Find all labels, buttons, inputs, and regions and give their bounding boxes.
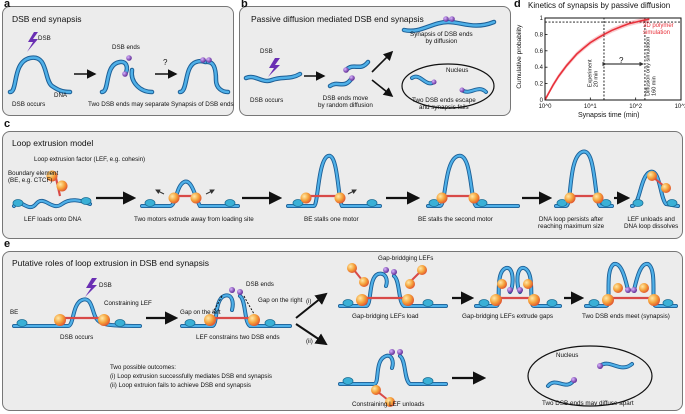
- legend-simulation: 3D polymer simulation: [643, 23, 674, 36]
- outcome-ii: (ii) Loop extruion fails to achieve DSB …: [110, 382, 252, 389]
- dsb-end: [206, 57, 212, 63]
- panel-b-artwork: [243, 16, 497, 109]
- panel-e-letter: e: [4, 238, 11, 250]
- caption-e6: Constraining LEF unloads: [352, 401, 425, 408]
- be-label: BE: [10, 309, 19, 316]
- panel-b-letter: b: [241, 0, 248, 10]
- caption-a2: Two DSB ends may separate: [88, 101, 170, 108]
- outcomes-title: Two possible outcomes:: [110, 364, 177, 371]
- dsb-end: [126, 55, 132, 61]
- nucleus-outline: [527, 345, 653, 407]
- caption-c5: DNA loop persists after reaching maximum…: [538, 216, 605, 231]
- plot-area: [544, 17, 682, 101]
- dsb-ends-label: DSB ends: [112, 44, 140, 51]
- panel-d-title: Kinetics of synapsis by passive diffusio…: [528, 1, 671, 10]
- x-tick-label: 10^3: [675, 104, 685, 110]
- gap-left-label: Gap on the left: [180, 309, 221, 316]
- panel-b-title: Passive diffusion mediated DSB end synap…: [251, 14, 424, 24]
- lightning-icon: [85, 278, 97, 297]
- panel-c-artwork: [12, 149, 680, 210]
- dsb-end: [200, 57, 206, 63]
- lightning-icon: [27, 32, 38, 52]
- be-label: Boundary element (BE, e.g. CTCF): [8, 170, 59, 185]
- lightning-icon: [268, 58, 280, 77]
- dna-label: DNA: [54, 92, 68, 99]
- outcome-i: (i) Loop extrusion successfully mediates…: [110, 373, 272, 380]
- gap-bridging-label: Gap-briddging LEFs: [378, 255, 434, 262]
- dsb-label: DSB: [99, 282, 112, 289]
- caption-e7: Two DSB ends may diffuse apart: [542, 400, 634, 407]
- panel-d-letter: d: [514, 0, 521, 10]
- gap-right-label: Gap on the right: [258, 297, 303, 304]
- diffusion-only-label: Diffusion only simulation 160 min: [645, 36, 658, 96]
- caption-c3: BE stalls one motor: [304, 216, 359, 223]
- panel-e-title: Putative roles of loop extrusion in DSB …: [12, 258, 210, 268]
- caption-c6: LEF unloads and DNA loop dissolves: [624, 216, 679, 231]
- caption-e5: Two DSB ends meet (synapsis): [582, 313, 670, 320]
- x-tick-label: 10^2: [629, 104, 642, 110]
- y-tick-label: 0: [540, 98, 544, 104]
- constraining-lef-label: Constraining LEF: [104, 300, 152, 307]
- experiment-label: Experiment 20 min: [587, 59, 600, 88]
- x-tick-label: 10^0: [539, 104, 552, 110]
- caption-e3: Gap-bridging LEFs load: [352, 313, 419, 320]
- lef-label: Loop extrusion factor (LEF, e.g. cohesin…: [34, 156, 146, 163]
- synapsis-by-diffusion: Synapsis of DSB ends by diffusion: [410, 31, 473, 46]
- caption-c2: Two motors extrude away from loading sit…: [134, 216, 254, 223]
- y-axis-label: Cumulative probability: [516, 24, 524, 89]
- y-tick-label: 0.6: [535, 49, 544, 55]
- route-i-label: (i): [306, 298, 312, 305]
- y-tick-label: 1: [540, 16, 544, 22]
- question-mark: ?: [619, 56, 624, 65]
- panel-a-title: DSB end synapsis: [12, 14, 82, 24]
- nucleus-label: Nucleus: [446, 67, 469, 74]
- panel-d-chart: 0 0.2 0.4 0.6 0.8 1 10^0 10^1 10^2 10^3: [535, 16, 685, 110]
- question-mark: ?: [163, 58, 168, 67]
- y-tick-label: 0.8: [535, 32, 544, 38]
- dsb-label: DSB: [38, 35, 51, 42]
- x-axis-label: Synapsis time (min): [578, 112, 640, 119]
- route-ii-label: (ii): [306, 338, 313, 345]
- panel-c-title: Loop extrusion model: [12, 138, 94, 148]
- caption-c4: BE stalls the second motor: [418, 216, 493, 223]
- synapsis-fails: Two DSB ends escape and synapsis fails: [412, 97, 476, 112]
- nucleus-outline: [401, 63, 495, 109]
- panel-a-letter: a: [4, 0, 11, 10]
- caption-e1: DSB occurs: [60, 334, 94, 341]
- x-tick-label: 10^1: [584, 104, 597, 110]
- caption-e2: LEF constrains two DSB ends: [196, 334, 280, 341]
- caption-b2: DSB ends move by random diffusion: [318, 95, 373, 110]
- caption-a3: Synapsis of DSB ends: [171, 101, 234, 108]
- dsb-end: [122, 71, 128, 77]
- panel-e-artwork: [12, 262, 678, 407]
- y-tick-label: 0.2: [535, 82, 544, 88]
- y-tick-label: 0.4: [535, 65, 544, 71]
- dsb-ends-label: DSB ends: [246, 281, 274, 288]
- panel-a-artwork: [7, 32, 231, 95]
- series-line: [544, 18, 650, 101]
- caption-e4: Gap-bridging LEFs extrude gaps: [462, 313, 554, 320]
- caption-c1: LEF loads onto DNA: [24, 216, 82, 223]
- panel-c-letter: c: [4, 118, 11, 130]
- caption-a1: DSB occurs: [12, 101, 46, 108]
- dna-strand: [7, 55, 73, 95]
- dsb-label: DSB: [260, 48, 273, 55]
- caption-b1: DSB occurs: [250, 97, 284, 104]
- nucleus-label: Nucleus: [556, 352, 579, 359]
